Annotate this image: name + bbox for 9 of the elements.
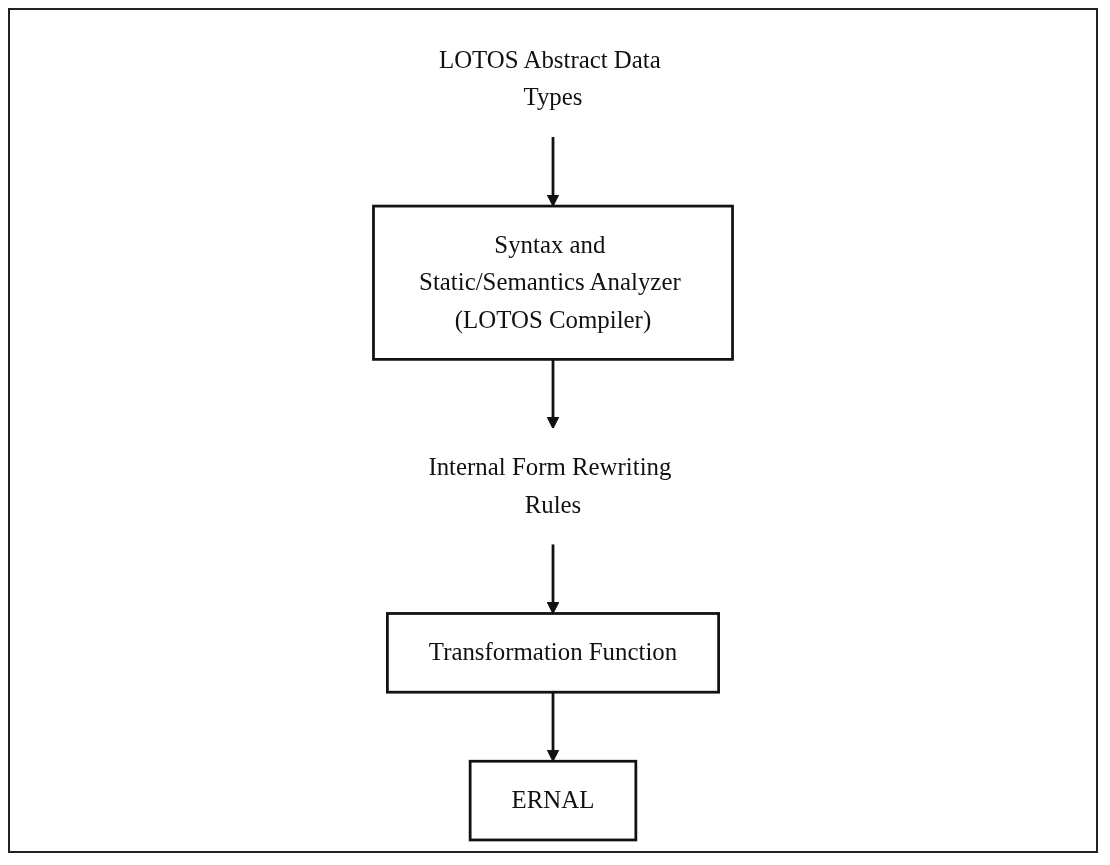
node-box xyxy=(386,612,720,694)
node-text: Internal Form Rewriting Rules xyxy=(428,453,672,519)
node-box xyxy=(372,204,734,361)
node-text: LOTOS Abstract Data Types xyxy=(438,45,661,111)
node-box xyxy=(468,759,638,842)
arrow xyxy=(546,692,560,762)
arrow xyxy=(546,359,560,429)
figure-frame: LOTOS Abstract Data Types Syntax and Static/Semantics Analyzer (LOTOS Compiler) Internal Form Rewriting Rules Transformation Function ERNAL xyxy=(8,8,1098,853)
arrow xyxy=(546,137,560,207)
